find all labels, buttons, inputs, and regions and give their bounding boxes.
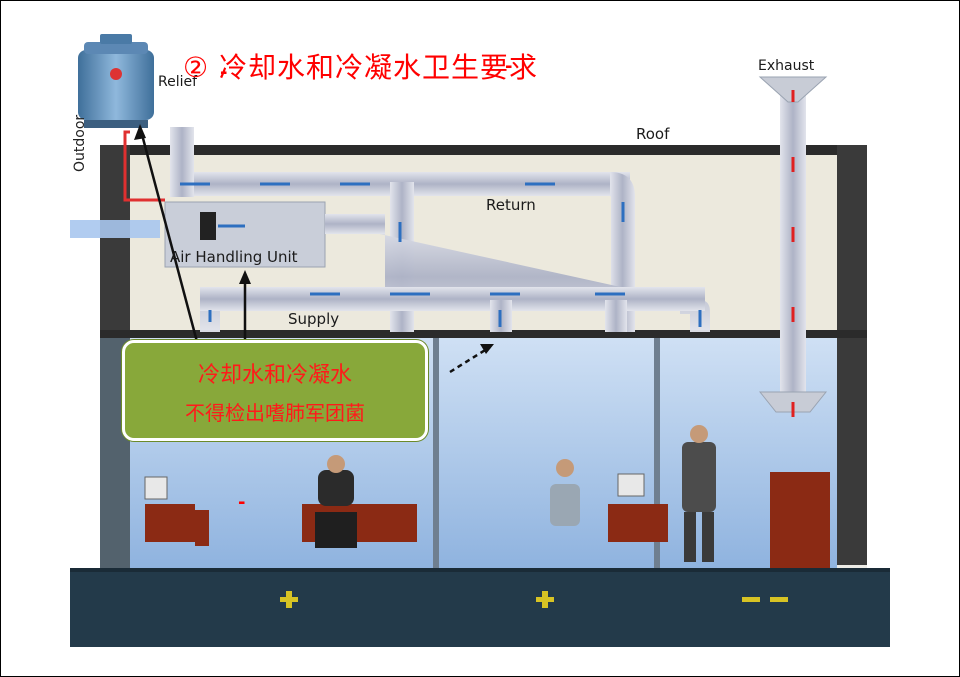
cooling-tower	[78, 34, 154, 128]
label-ahu: Air Handling Unit	[170, 248, 298, 266]
mark-dash-1: -	[220, 62, 228, 83]
label-roof: Roof	[636, 125, 670, 143]
label-relief: Relief	[158, 74, 198, 90]
label-return: Return	[486, 196, 536, 214]
label-outdoor: Outdoor	[72, 114, 88, 172]
mark-dash-3: -	[238, 492, 246, 513]
building-illustration	[70, 32, 890, 647]
callout-line-2: 不得检出嗜肺军团菌	[185, 401, 365, 425]
label-exhaust: Exhaust	[758, 58, 815, 74]
building-diagram: Relief Exhaust Roof Return Air Handling …	[70, 32, 890, 647]
mark-dash-2: -	[505, 56, 513, 77]
callout-line-1: 冷却水和冷凝水	[197, 363, 352, 388]
label-supply: Supply	[288, 310, 340, 328]
office-workers	[144, 425, 830, 568]
callout-box: 冷却水和冷凝水 不得检出嗜肺军团菌	[122, 340, 428, 441]
slide-title: ② 冷却水和冷凝水卫生要求	[183, 51, 539, 84]
